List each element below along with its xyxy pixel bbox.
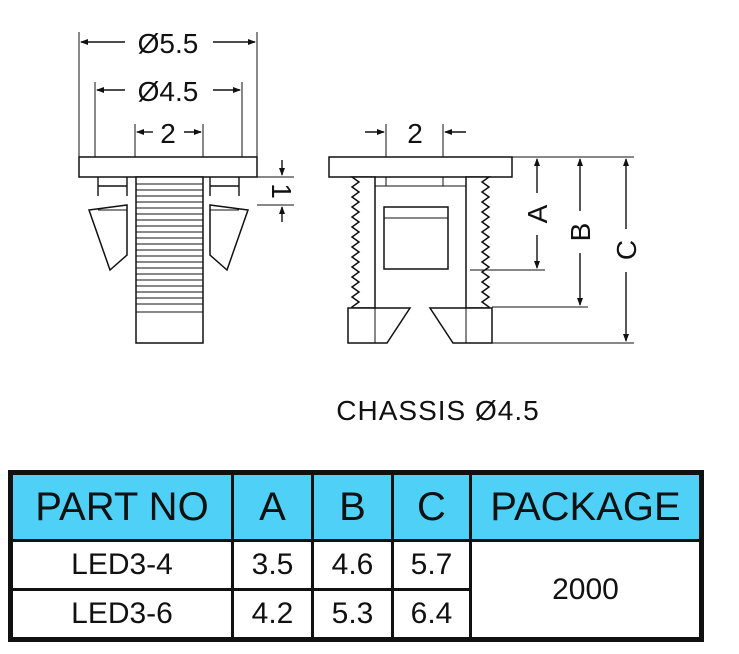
cell-b: 4.6 [311,539,394,591]
left-thread [349,176,376,309]
cell-part: LED3-4 [9,539,234,591]
dim-c-label: C [611,240,642,260]
dim-a-label: A [522,204,553,223]
side-view: 2 A B C [328,118,642,344]
side-width-label: 2 [407,118,423,149]
header-c: C [391,471,472,542]
cell-c: 6.4 [391,588,472,641]
cell-b: 5.3 [311,588,394,641]
front-view: Ø5.5 Ø4.5 2 1 [78,28,297,344]
chassis-caption: CHASSIS Ø4.5 [336,395,539,426]
header-a: A [231,471,314,542]
cell-part: LED3-6 [9,588,234,641]
table-header-row: PART NO A B C PACKAGE [9,471,703,542]
header-package: PACKAGE [469,471,703,542]
ribbed-post [136,183,203,305]
cell-a: 4.2 [231,588,314,641]
front-outer-diameter-label: Ø5.5 [138,28,199,59]
front-width-label: 2 [160,118,176,149]
table-row: LED3-4 3.5 4.6 5.7 2000 [9,539,703,641]
dim-b-label: B [565,223,596,242]
header-part-no: PART NO [9,471,234,542]
right-thread [465,176,492,309]
specification-table: PART NO A B C PACKAGE LED3-4 3.5 4.6 5.7… [8,470,704,642]
front-inner-diameter-label: Ø4.5 [138,76,199,107]
front-flange-label: 1 [266,183,297,199]
table-row: LED3-6 4.2 5.3 6.4 [9,588,702,641]
cell-a: 3.5 [231,539,314,591]
header-b: B [311,471,394,542]
cell-package: 2000 [469,539,703,641]
technical-drawing: Ø5.5 Ø4.5 2 1 [78,28,642,426]
cell-c: 5.7 [391,539,472,591]
